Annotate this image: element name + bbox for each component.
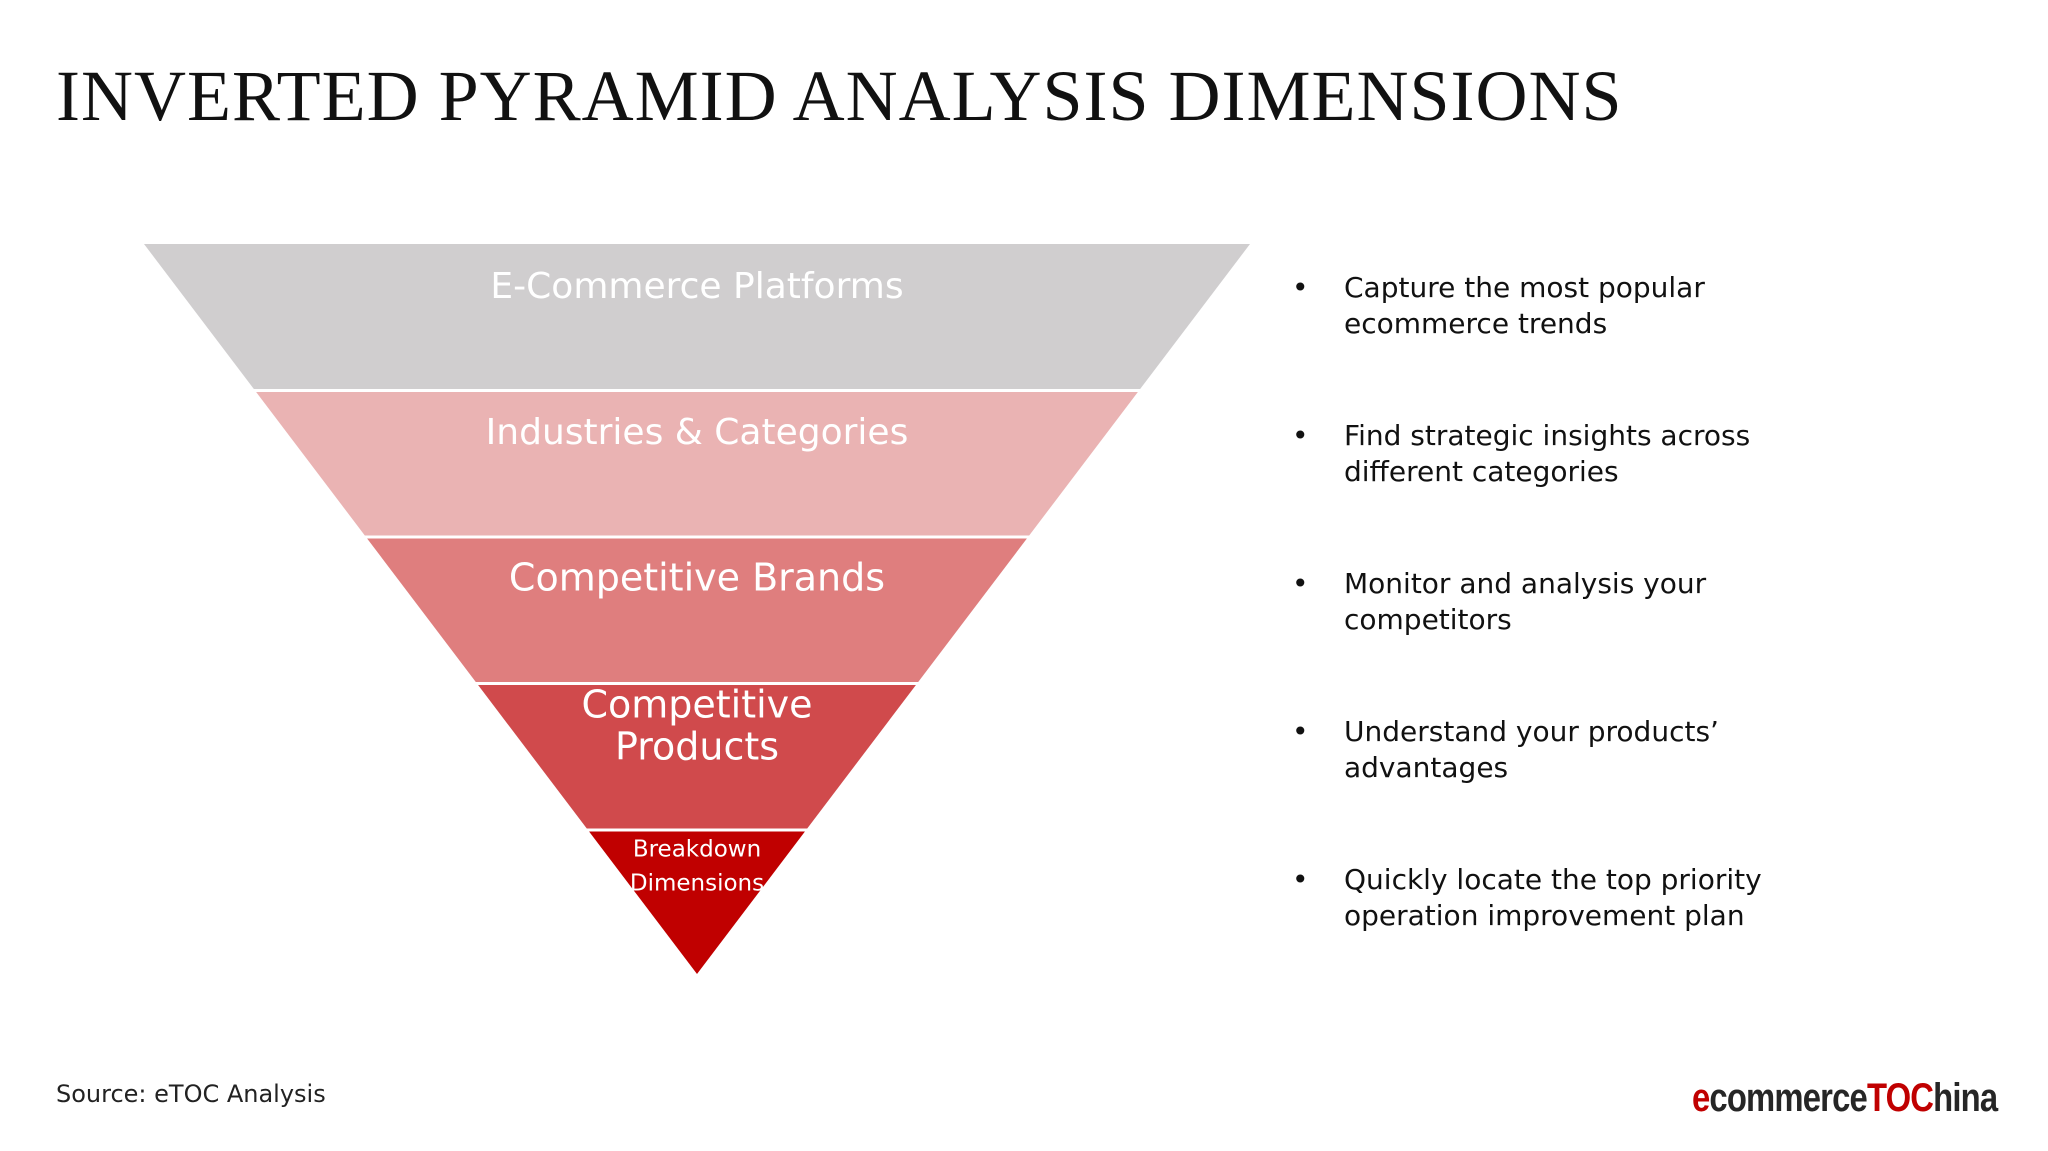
logo-part-hina: hina: [1933, 1076, 1998, 1120]
pyramid-level-3: [367, 538, 1027, 682]
logo-part-toc: TOC: [1866, 1076, 1934, 1120]
bullet-line: advantages: [1344, 751, 1509, 784]
pyramid-level-2: [256, 392, 1138, 536]
source-note: Source: eTOC Analysis: [56, 1080, 326, 1108]
bullet-dot-icon: •: [1292, 863, 1309, 896]
bullet-line: ecommerce trends: [1344, 307, 1608, 340]
bullet-dot-icon: •: [1292, 271, 1309, 304]
bullet-line: competitors: [1344, 603, 1512, 636]
bullet-line: different categories: [1344, 455, 1619, 488]
bullet-dot-icon: •: [1292, 567, 1309, 600]
bullet-line: Monitor and analysis your: [1344, 567, 1707, 600]
page-title: INVERTED PYRAMID ANALYSIS DIMENSIONS: [56, 56, 1623, 136]
pyramid-level-1: [144, 244, 1250, 389]
pyramid-level-4-label: Competitive: [581, 683, 812, 727]
pyramid-level-4: [478, 685, 916, 829]
pyramid-level-5-label: Breakdown: [633, 837, 761, 863]
bullet-item: • Understand your products’advantages: [1290, 714, 1990, 786]
pyramid-level-3-label: Competitive Brands: [509, 556, 885, 600]
bullet-dot-icon: •: [1292, 715, 1309, 748]
bullet-line: Quickly locate the top priority: [1344, 863, 1762, 896]
bullet-line: Capture the most popular: [1344, 271, 1705, 304]
pyramid-level-5: [589, 831, 805, 974]
bullet-dot-icon: •: [1292, 419, 1309, 452]
pyramid-level-5-label: Dimensions: [630, 871, 764, 897]
bullet-text: Understand your products’advantages: [1344, 714, 1774, 786]
bullet-line: Understand your products’: [1344, 715, 1719, 748]
logo-part-e: e: [1692, 1076, 1710, 1120]
bullet-line: Find strategic insights across: [1344, 419, 1751, 452]
company-logo: ecommerceTOChina: [1692, 1076, 1998, 1120]
pyramid-level-2-label: Industries & Categories: [486, 412, 909, 453]
pyramid-level-1-label: E-Commerce Platforms: [490, 266, 903, 307]
logo-part-commerce: commerce: [1709, 1076, 1867, 1120]
pyramid-level-4-label: Products: [615, 725, 779, 769]
bullet-line: operation improvement plan: [1344, 899, 1745, 932]
